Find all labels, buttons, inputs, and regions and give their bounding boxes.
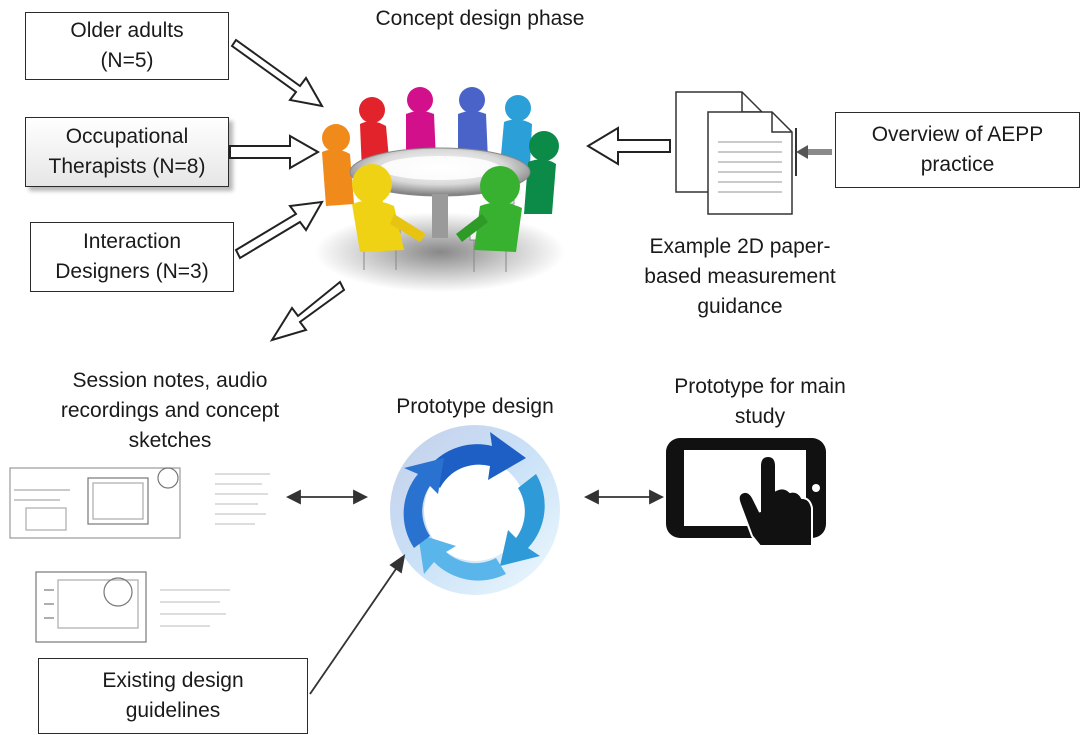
occupational-therapists-line2: Therapists (N=8) (48, 155, 206, 178)
hollow-arrow-to-session-notes (269, 280, 346, 342)
older-adults-line2: (N=5) (100, 49, 154, 72)
person-front-yellow (352, 164, 426, 252)
guidelines-line2: guidelines (125, 699, 221, 722)
documents-icon (675, 91, 793, 215)
arrow-guidelines-to-design (309, 554, 406, 695)
occupational-therapists-box: Occupational Therapists (N=8) (25, 117, 229, 187)
example-line2: based measurement (644, 265, 836, 288)
session-line1: Session notes, audio (72, 369, 268, 392)
session-line2: recordings and concept (60, 399, 280, 422)
interaction-designers-line1: Interaction (82, 230, 182, 253)
guidelines-line1: Existing design (102, 669, 244, 692)
sketch-image (9, 467, 270, 643)
older-adults-box: Older adults (N=5) (25, 12, 229, 80)
prototype-main-line2: study (734, 405, 786, 428)
prototype-main-line1: Prototype for main (674, 375, 846, 398)
prototype-main-study-label: Prototype for main study (630, 372, 890, 432)
hollow-arrow-from-documents (586, 126, 671, 166)
double-arrow-sketch-to-design (285, 489, 369, 505)
person-back-cyan (500, 95, 532, 166)
round-table-people-icon (315, 87, 565, 292)
hollow-arrow-therapists (229, 134, 321, 170)
existing-guidelines-box: Existing design guidelines (38, 658, 308, 734)
cycle-arrows-icon (390, 425, 560, 595)
prototype-design-label: Prototype design (396, 395, 554, 418)
concept-design-phase-title: Concept design phase (375, 7, 585, 30)
session-line3: sketches (128, 429, 212, 452)
occupational-therapists-line1: Occupational (65, 125, 189, 148)
person-back-blue (458, 87, 488, 160)
interaction-designers-line2: Designers (N=3) (55, 260, 209, 283)
overview-box: Overview of AEPP practice (835, 112, 1080, 188)
overview-line2: practice (920, 153, 995, 176)
example-line1: Example 2D paper- (649, 235, 831, 258)
older-adults-line1: Older adults (70, 19, 184, 42)
example-line3: guidance (697, 295, 783, 318)
person-front-green (456, 166, 522, 252)
hollow-arrow-older-adults (230, 38, 324, 108)
hollow-arrow-designers (234, 200, 324, 260)
double-arrow-design-to-tablet (583, 489, 665, 505)
person-back-green (524, 131, 559, 214)
interaction-designers-box: Interaction Designers (N=3) (30, 222, 234, 292)
arrow-overview-to-documents (795, 128, 832, 176)
person-back-orange (322, 124, 354, 206)
session-notes-label: Session notes, audio recordings and conc… (20, 366, 320, 456)
tablet-touch-icon (666, 438, 826, 547)
example-guidance-label: Example 2D paper- based measurement guid… (610, 232, 870, 322)
overview-line1: Overview of AEPP (871, 123, 1044, 146)
